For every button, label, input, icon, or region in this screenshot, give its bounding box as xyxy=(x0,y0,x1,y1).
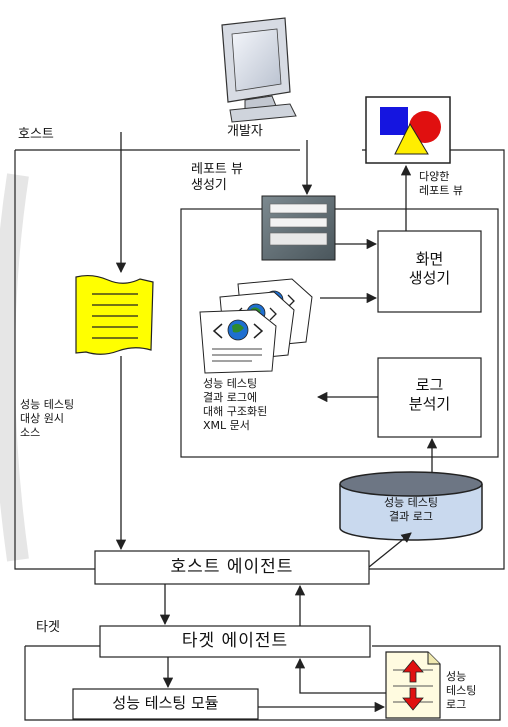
host-region xyxy=(14,149,505,570)
database-icon xyxy=(339,471,483,541)
target-label: 타겟 xyxy=(36,620,60,635)
connector-arrows xyxy=(115,132,438,713)
xml-docs-label: 성능 테스팅 결과 로그에 대해 구조화된 XML 문서 xyxy=(203,377,268,432)
background-arc xyxy=(0,173,29,562)
report-view-generator-region xyxy=(180,208,499,458)
monitor-icon xyxy=(221,17,297,123)
log-analyzer-label: 로그 분석기 xyxy=(408,376,451,413)
form-icon xyxy=(261,195,336,261)
report-view-generator-label: 레포트 뷰 생성기 xyxy=(191,162,243,193)
host-label: 호스트 xyxy=(18,127,54,142)
screen-generator-label: 화면 생성기 xyxy=(408,250,451,287)
source-code-icon xyxy=(75,274,154,355)
arrow-log-to-target-agent xyxy=(294,657,386,694)
host-agent-box xyxy=(94,550,370,585)
developer-label: 개발자 xyxy=(227,124,263,139)
screen-generator-box xyxy=(377,230,482,313)
target-agent-box xyxy=(99,625,371,658)
perf-module-box xyxy=(72,688,259,720)
host-agent-label: 호스트 에이전트 xyxy=(170,557,294,577)
perf-module-label: 성능 테스팅 모듈 xyxy=(112,694,219,712)
target-agent-label: 타겟 에이전트 xyxy=(181,631,289,651)
source-code-label: 성능 테스팅 대상 원시 소스 xyxy=(20,398,75,439)
various-report-view-label: 다양한 레포트 뷰 xyxy=(419,170,463,197)
xml-document-icon xyxy=(199,278,313,374)
report-shapes-icon xyxy=(365,96,451,164)
arrow-host-agent-to-db xyxy=(368,532,412,568)
log-file-icon xyxy=(385,651,441,719)
perf-log-file-label: 성능 테스팅 로그 xyxy=(446,670,477,711)
perf-log-db-label: 성능 테스팅 결과 로그 xyxy=(383,496,439,523)
